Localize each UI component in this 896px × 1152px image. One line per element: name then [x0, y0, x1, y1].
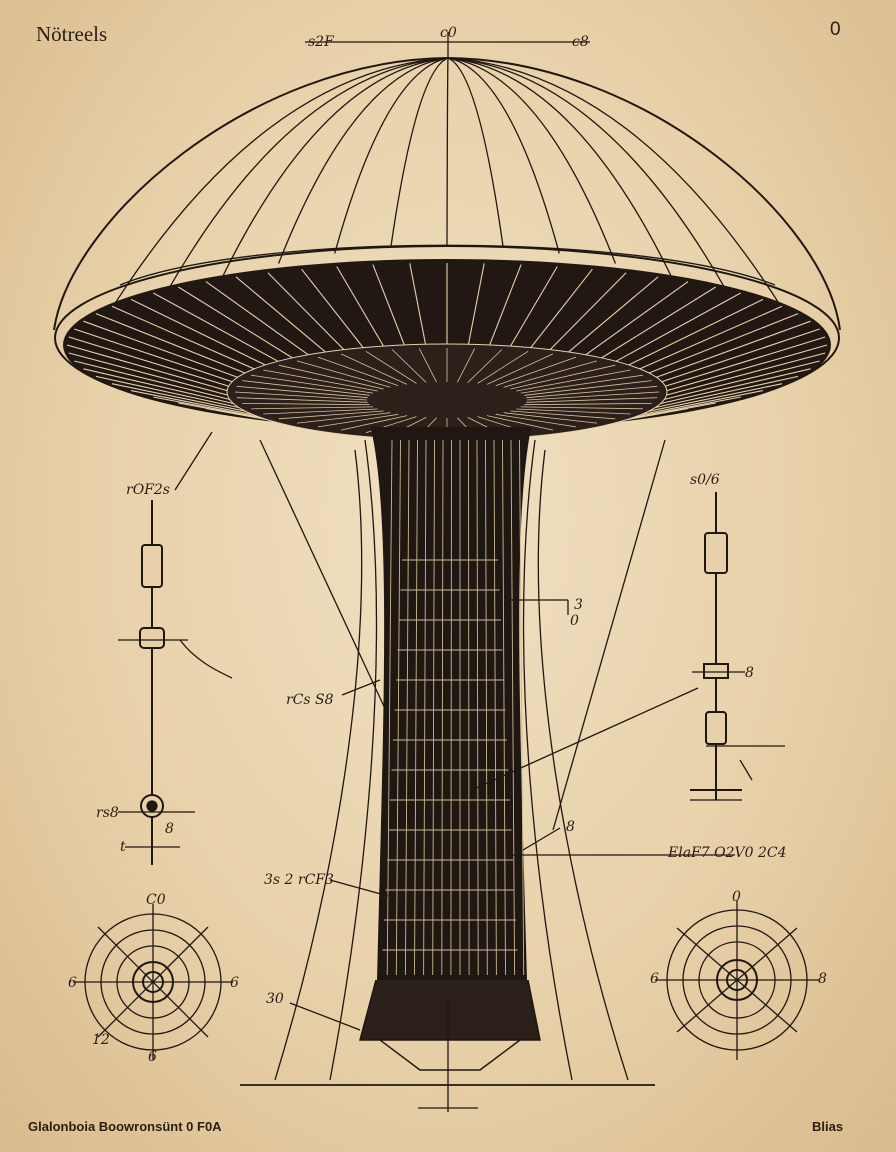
leader-base-left — [289, 1002, 361, 1031]
annotation-right-lower: ElaF7 O2V0 2C4 — [668, 845, 787, 861]
annotation-left-bottom: t — [120, 839, 126, 855]
annotation-left-upper: rOF2s — [126, 482, 170, 498]
annotation-right-small-a: 3 — [574, 597, 583, 613]
stem-base — [359, 979, 541, 1041]
annulus-lines — [234, 348, 660, 436]
annotation-top-center: c0 — [440, 25, 457, 41]
annotation-left-dial-left: 6 — [68, 975, 77, 991]
left-mast-instrument — [118, 500, 233, 865]
annotation-center-lower: 3s 2 rCF3 — [264, 872, 334, 888]
support-cable-right — [552, 439, 666, 831]
right-mast-instrument — [690, 492, 785, 801]
stem-flare-right-inner — [522, 439, 573, 1081]
right-dial — [655, 900, 819, 1060]
stem-flare-left-inner — [329, 439, 378, 1081]
stem-flare-right — [537, 449, 629, 1081]
annotation-left-dial-right: 6 — [230, 975, 239, 991]
leader-lower-left — [329, 879, 389, 897]
annotation-right-callout: 8 — [566, 819, 575, 835]
annotation-left-dial-top: C0 — [146, 892, 166, 908]
annotation-top-left: s2F — [308, 34, 334, 50]
annotation-top-right: c8 — [572, 34, 589, 50]
left-dial — [73, 904, 233, 1060]
annotation-right-mid: 8 — [745, 665, 754, 681]
leader-right-mid — [471, 687, 699, 791]
stem-grid — [382, 439, 525, 976]
annotation-left-dial-bottom: 12 — [92, 1032, 110, 1048]
annotation-left-lower-b: 8 — [165, 821, 174, 837]
annotation-right-small-b: 0 — [570, 613, 579, 629]
annotation-center-mid: rCs S8 — [286, 692, 334, 708]
annotation-base-left: 30 — [266, 991, 284, 1007]
annotation-right-upper: s0/6 — [690, 472, 720, 488]
annotation-left-lower-a: rs8 — [96, 805, 119, 821]
stem-flare-left — [274, 449, 363, 1081]
leader-right-callout — [522, 827, 561, 851]
sheet-number: 0 — [830, 19, 841, 40]
sheet-title: Nötreels — [36, 22, 108, 46]
annotation-left-dial-bottom2: 6 — [148, 1049, 157, 1065]
support-cable-left — [259, 439, 389, 716]
leader-center-mid — [341, 679, 381, 696]
annotation-right-dial-left: 6 — [650, 971, 659, 987]
stem-base-foot — [379, 1039, 521, 1071]
annotation-right-dial-top: 0 — [732, 889, 741, 905]
footer-left-caption: Glalonboia Boowronsünt 0 F0A — [28, 1119, 222, 1134]
cable-left-leader — [174, 431, 213, 491]
annotation-right-dial-right: 8 — [818, 971, 827, 987]
footer-right-caption: Blias — [812, 1119, 844, 1134]
